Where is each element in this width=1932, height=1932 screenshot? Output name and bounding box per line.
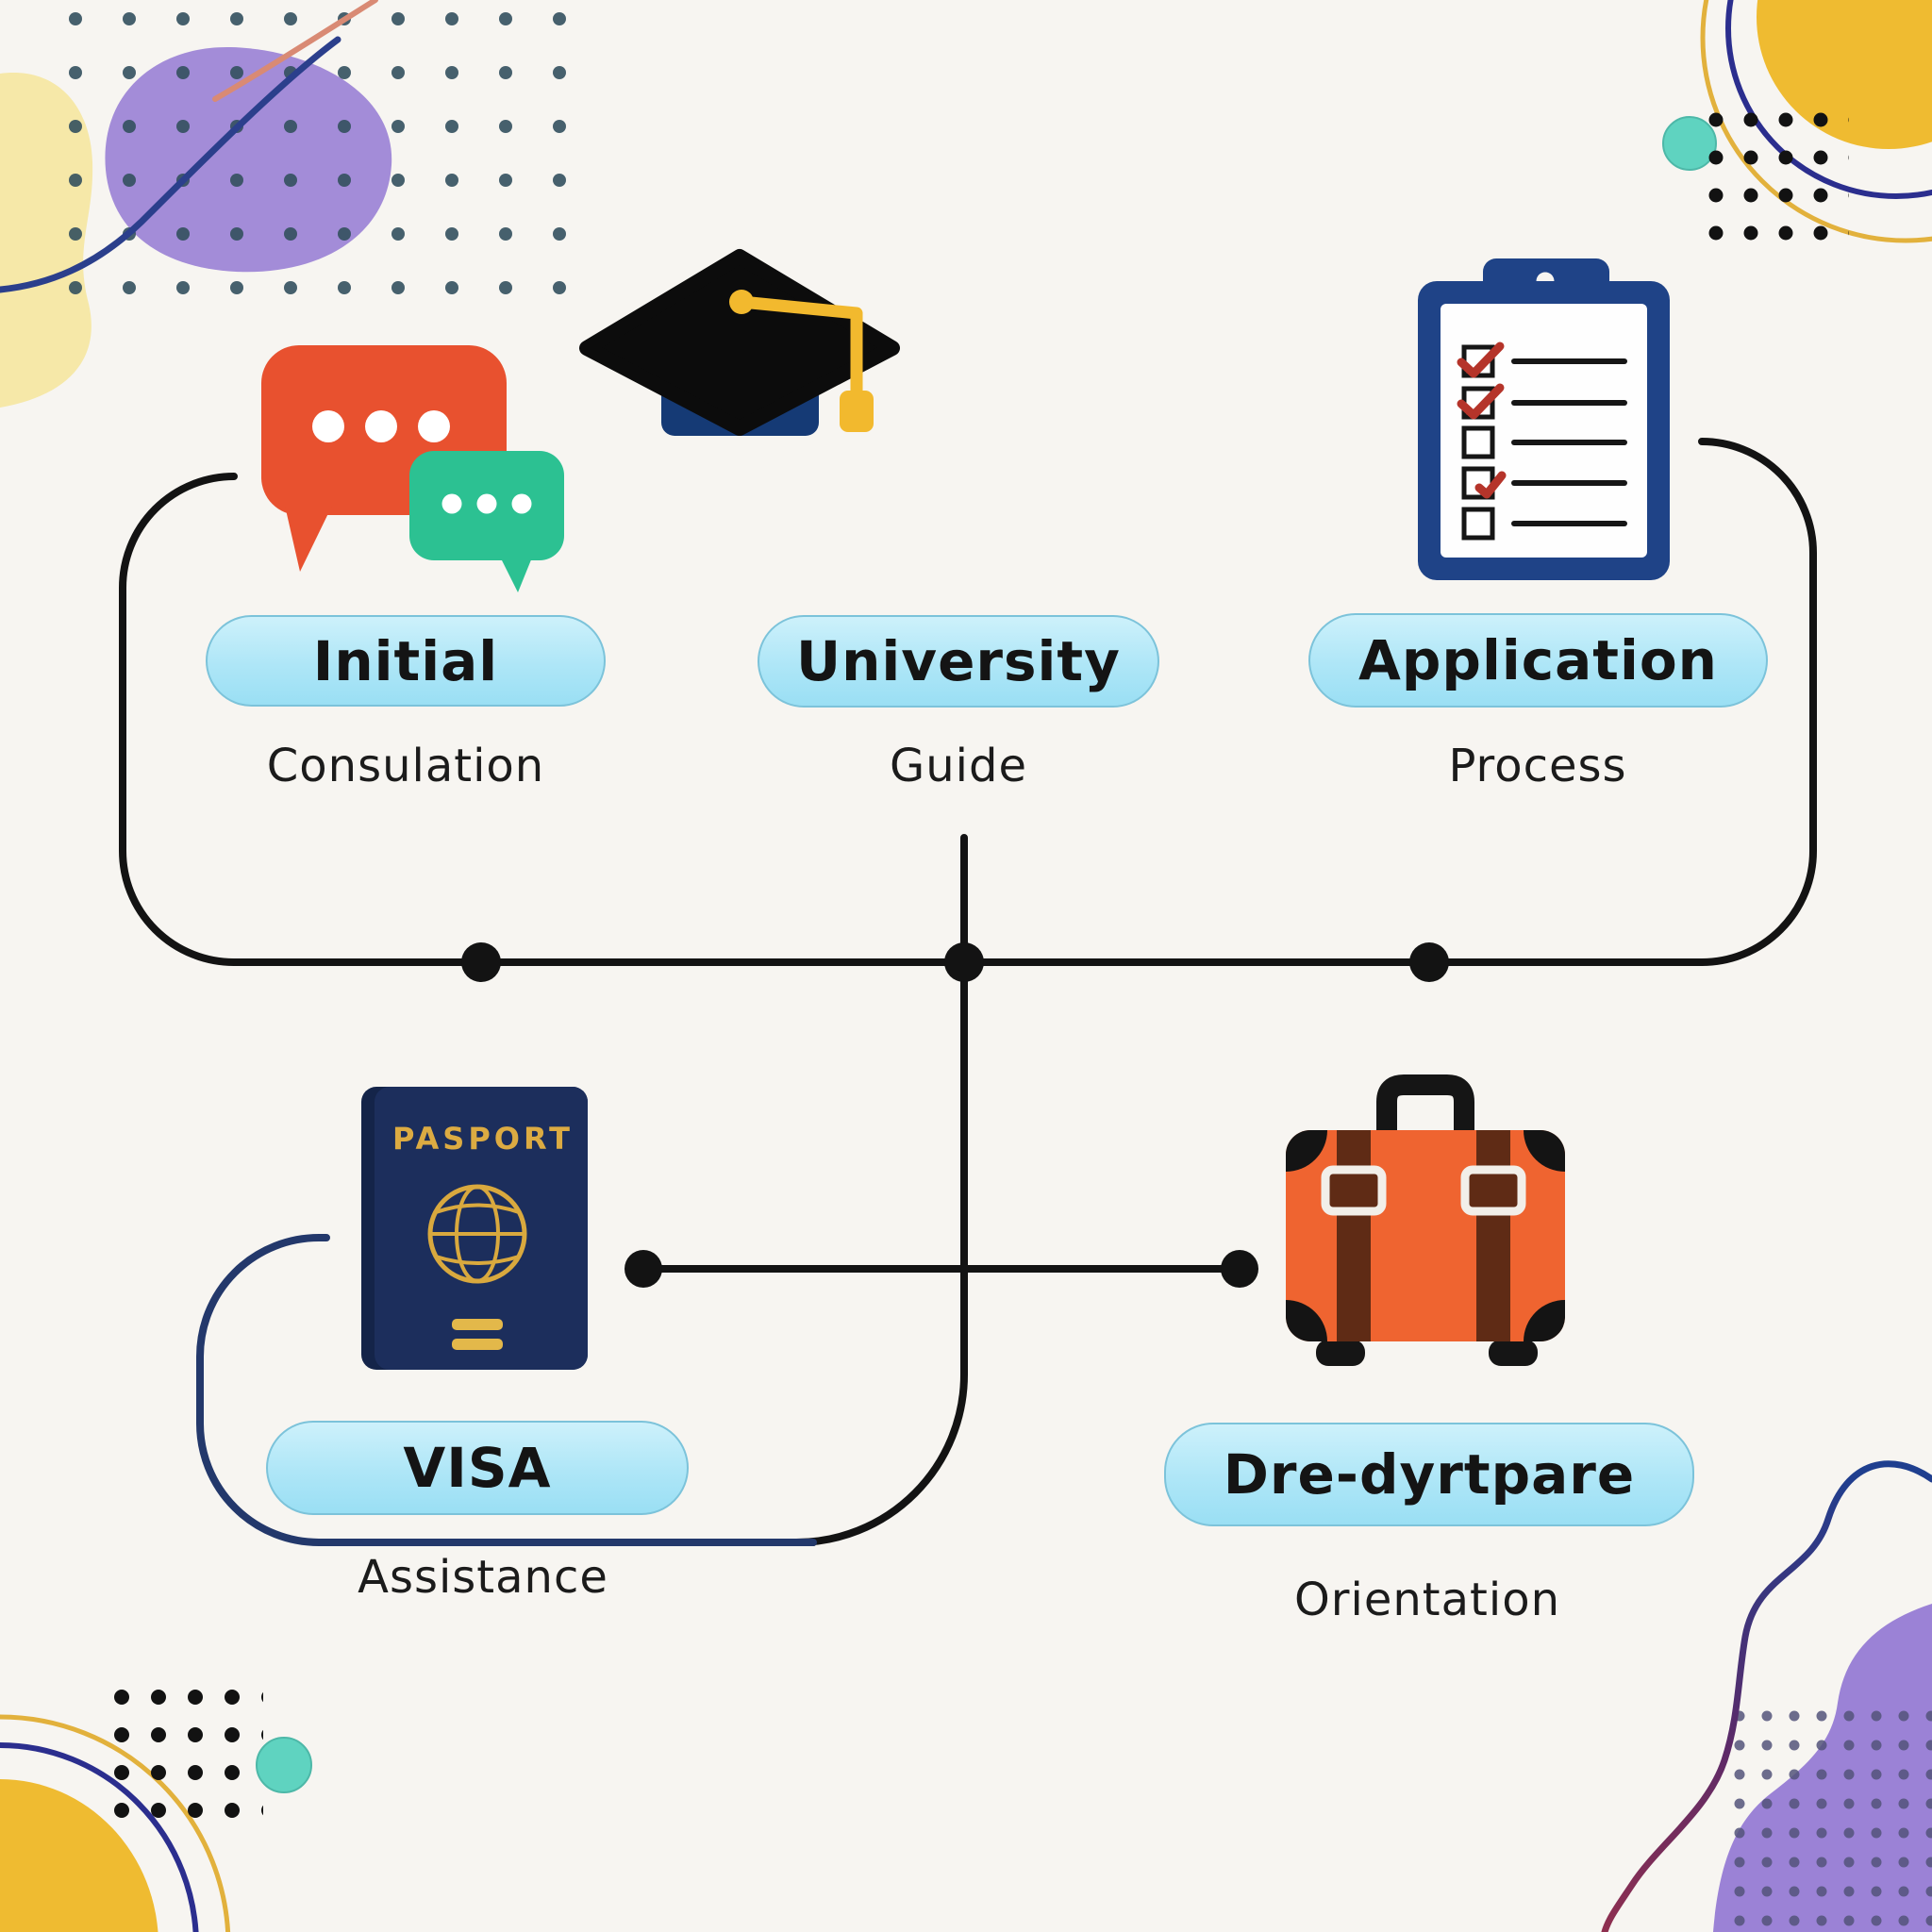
- timeline-node-dot: [944, 942, 984, 982]
- connector-lines: [119, 438, 1817, 1546]
- step-sublabel-assistance: Assistance: [358, 1551, 608, 1604]
- middle-row-endpoint-dot: [625, 1250, 662, 1288]
- navy-arc-line: [0, 36, 341, 293]
- dot-grid-bottom-left: [112, 1688, 263, 1835]
- step-label-university: University: [758, 615, 1159, 708]
- timeline-node-dot: [1409, 942, 1449, 982]
- passport-cover-text: PASPORT: [392, 1121, 574, 1157]
- dot-grid-bottom-right: [1733, 1709, 1932, 1928]
- chat-bubbles-icon: [261, 345, 564, 592]
- visa-navy-bracket: [196, 1234, 817, 1546]
- decor-bottom-right: [1601, 1460, 1932, 1932]
- step-sublabel-process: Process: [1448, 740, 1627, 792]
- globe-emblem: [427, 1184, 527, 1284]
- gold-ring-arc: [1700, 0, 1932, 243]
- middle-row-endpoint-dot: [1221, 1250, 1258, 1288]
- step-label-pre-departure: Dre-dyrtpare: [1164, 1423, 1694, 1526]
- passport-icon: PASPORT: [361, 1087, 588, 1370]
- decor-top-right: [1662, 0, 1932, 255]
- step-label-visa: VISA: [266, 1421, 689, 1515]
- step-sublabel-guide: Guide: [890, 740, 1027, 792]
- navy-ring-arc: [1725, 0, 1932, 199]
- gradient-wave-line: [1601, 1460, 1932, 1932]
- yellow-circle: [0, 1779, 158, 1932]
- decor-top-left: [0, 0, 571, 408]
- dot-grid-top-right: [1707, 111, 1849, 255]
- step-label-initial: Initial: [206, 615, 606, 707]
- step-sublabel-consultation: Consulation: [266, 740, 545, 792]
- timeline-node-dot: [461, 942, 501, 982]
- suitcase-icon: [1286, 1074, 1565, 1366]
- step-label-application: Application: [1308, 613, 1768, 708]
- step-sublabel-orientation: Orientation: [1294, 1574, 1560, 1626]
- graduation-cap-icon: [579, 249, 900, 436]
- red-check-marks: [1457, 341, 1507, 499]
- checklist-clipboard-icon: [1418, 258, 1670, 580]
- salmon-arc-line: [212, 0, 378, 102]
- teal-circle: [256, 1737, 312, 1793]
- center-branch-line: [795, 834, 968, 1546]
- decor-bottom-left: [0, 1688, 312, 1932]
